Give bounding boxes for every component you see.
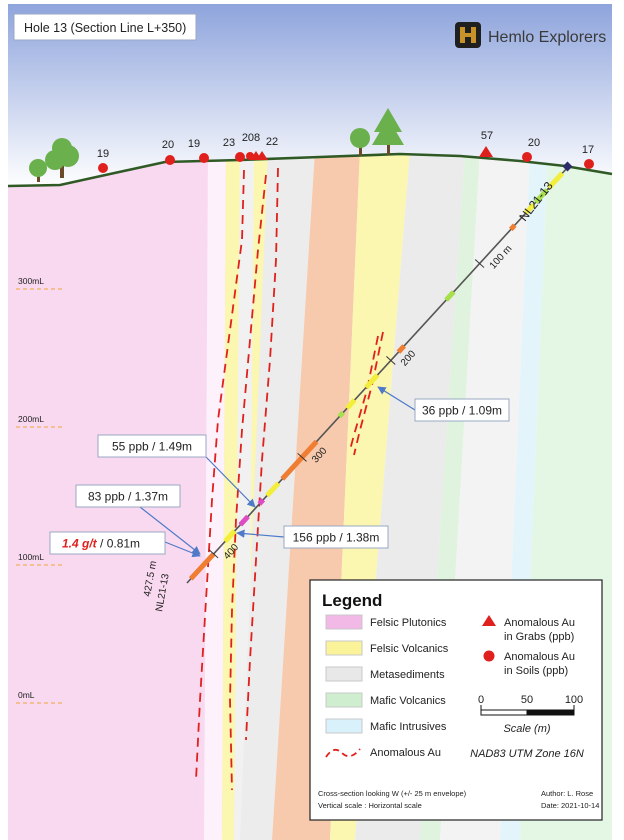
pine-tree-icon: [372, 108, 404, 155]
soil-sample-marker: [584, 159, 594, 169]
assay-interval: [547, 171, 565, 190]
soil-value: 20: [162, 139, 174, 151]
alteration-zone: [272, 154, 360, 840]
assay-interval: [444, 290, 456, 302]
assay-interval: [280, 439, 319, 481]
legend-soil-line2: in Soils (ppb): [504, 665, 568, 677]
legend-label: Anomalous Au: [370, 747, 441, 759]
soil-value: 23: [223, 137, 235, 149]
logo-text: Hemlo Explorers: [488, 29, 606, 46]
legend-swatch: [325, 666, 363, 682]
hemlo-logo: Hemlo Explorers: [455, 22, 606, 48]
grab-value: 57: [481, 130, 493, 142]
legend-label: Felsic Plutonics: [370, 617, 447, 629]
tree-icon: [350, 128, 370, 156]
intercept-callouts: 36 ppb / 1.09m 55 ppb / 1.49m 83 ppb / 1…: [49, 386, 510, 558]
grab-sample-marker: [479, 146, 493, 157]
legend-soil-line1: Anomalous Au: [504, 651, 575, 663]
grab-legend-icon: [482, 615, 496, 626]
note-vertical-scale: Vertical scale : Horizontal scale: [318, 801, 422, 810]
title-box: Hole 13 (Section Line L+350): [13, 13, 197, 41]
svg-text:100: 100: [565, 694, 583, 706]
soil-sample-marker: [98, 163, 108, 173]
soil-value: 20: [528, 137, 540, 149]
depth-tick: [297, 452, 307, 462]
depth-tick: [474, 259, 485, 268]
assay-interval: [345, 398, 357, 410]
assay-interval: [257, 498, 266, 506]
legend-label: Felsic Volcanics: [370, 643, 449, 655]
assay-intervals: [188, 171, 565, 581]
legend-label: Mafic Volcanics: [370, 695, 446, 707]
legend-label: Metasediments: [370, 669, 445, 681]
section-title: Hole 13 (Section Line L+350): [24, 21, 186, 35]
legend-swatch: [325, 718, 363, 734]
intercept-label-36ppb: 36 ppb / 1.09m: [422, 404, 502, 418]
assay-interval: [533, 188, 549, 205]
legend-grab-line1: Anomalous Au: [504, 617, 575, 629]
assay-interval: [364, 373, 380, 390]
svg-text:0: 0: [478, 694, 484, 706]
depth-tick: [208, 549, 219, 559]
assay-interval: [396, 344, 407, 354]
intercept-label-83ppb: 83 ppb / 1.37m: [88, 490, 168, 504]
legend-swatch: [325, 692, 363, 708]
legend-anomaly-swatch: [325, 748, 361, 758]
grab-sample-marker: [256, 151, 268, 160]
soil-legend-icon: [483, 650, 495, 662]
collar-marker: [562, 161, 573, 172]
elevation-labels: 300mL 200mL 100mL 0mL: [16, 276, 62, 704]
metasediments-unit-west: [240, 154, 315, 840]
trees: [29, 108, 404, 182]
intercept-label-156ppb: 156 ppb / 1.38m: [293, 531, 380, 545]
assay-interval: [337, 410, 346, 419]
legend-swatch: [325, 640, 363, 656]
intercept-label-gold-grade: 1.4 g/t / 0.81m: [62, 537, 140, 551]
author-label: Author: L. Rose: [541, 789, 593, 798]
tree-icon: [29, 159, 47, 182]
date-label: Date: 2021-10-14: [541, 801, 599, 810]
tree-icon: [45, 138, 79, 178]
depth-tick: [386, 356, 396, 365]
scale-label: Scale (m): [503, 723, 550, 735]
assay-interval: [524, 202, 536, 215]
soil-value: 19: [97, 148, 109, 160]
soil-sample-marker: [165, 155, 175, 165]
svg-text:50: 50: [521, 694, 533, 706]
projection-label: NAD83 UTM Zone 16N: [470, 748, 584, 760]
intercept-label-55ppb: 55 ppb / 1.49m: [112, 440, 192, 454]
assay-interval: [509, 223, 517, 232]
soil-sample-marker: [522, 152, 532, 162]
soil-value: 208: [242, 132, 260, 144]
surface-samples: 19 20 19 23 208 22 57 20 17: [97, 130, 594, 173]
soil-sample-marker: [235, 152, 245, 162]
ground-surface: [7, 152, 613, 188]
assay-interval: [223, 529, 237, 544]
assay-interval: [188, 552, 216, 581]
legend-label: Mafic Intrusives: [370, 721, 447, 733]
note-cross-section: Cross-section looking W (+/- 25 m envelo…: [318, 789, 467, 798]
elevation-0: 0mL: [18, 690, 35, 700]
legend-grab-line2: in Grabs (ppb): [504, 631, 574, 643]
assay-interval: [238, 514, 250, 527]
assay-interval: [265, 481, 281, 498]
soil-sample-marker: [199, 153, 209, 163]
legend-swatch: [325, 614, 363, 630]
elevation-200: 200mL: [18, 414, 44, 424]
elevation-300: 300mL: [18, 276, 44, 286]
soil-value: 17: [582, 144, 594, 156]
soil-value: 22: [266, 136, 278, 148]
anomalous-au-traces: [195, 167, 384, 791]
scale-bar: 0 50 100 Scale (m): [478, 694, 583, 735]
soil-value: 19: [188, 138, 200, 150]
elevation-100: 100mL: [18, 552, 44, 562]
legend-title: Legend: [322, 591, 382, 610]
